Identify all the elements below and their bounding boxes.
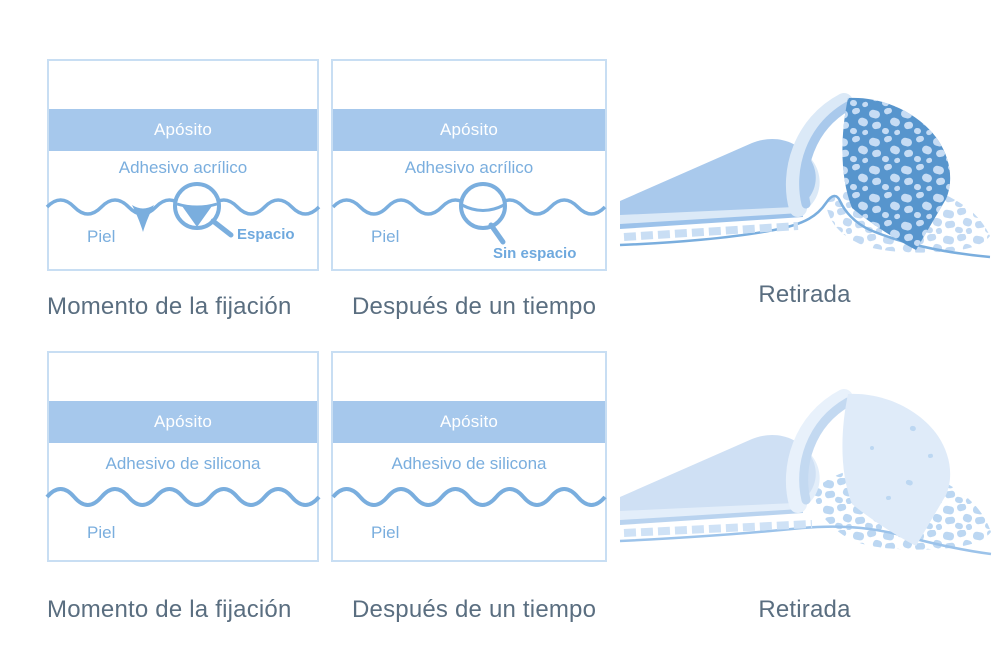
skin-wave-with-gap (45, 182, 321, 238)
no-gap-callout: Sin espacio (493, 245, 577, 262)
gap-callout: Espacio (237, 226, 295, 243)
adhesive-label: Adhesivo acrílico (404, 158, 534, 177)
gap-spike (132, 205, 154, 232)
skin-cell-row (623, 222, 799, 241)
skin-label: Piel (371, 523, 400, 542)
skin-wave-no-gap (331, 182, 607, 245)
dressing-band: Apósito (333, 401, 605, 443)
magnifier-icon (459, 182, 507, 245)
dressing-band: Apósito (49, 109, 317, 151)
skin-label: Piel (371, 227, 400, 246)
peeled-flap (842, 393, 951, 546)
dressing-band: Apósito (49, 401, 317, 443)
panel-silicone-after: Apósito Adhesivo de silicona Piel (331, 351, 607, 562)
adhesive-label: Adhesivo acrílico (118, 158, 248, 177)
panel-silicone-fixation: Apósito Adhesivo de silicona Piel (45, 351, 321, 562)
magnifier-icon (173, 182, 234, 238)
flap-specks (870, 425, 933, 500)
panel-acrylic-fixation: Apósito Adhesivo acrílico Piel Espacio (45, 59, 321, 271)
magnifier-handle (488, 222, 506, 245)
adhesive-label: Adhesivo de silicona (105, 454, 261, 473)
caption-silicone-fixation: Momento de la fijación (47, 596, 292, 623)
skin-wave (45, 487, 321, 507)
skin-label: Piel (87, 523, 116, 542)
removal-illustration-silicone (619, 389, 992, 556)
dressing-band: Apósito (333, 109, 605, 151)
caption-acrylic-after: Después de un tiempo (352, 293, 597, 320)
caption-silicone-after: Después de un tiempo (352, 596, 597, 623)
dressing-sheet (620, 139, 816, 215)
gap-triangle (182, 206, 212, 227)
removal-illustration-acrylic (619, 93, 991, 259)
skin-line (619, 525, 992, 556)
panel-acrylic-after: Apósito Adhesivo acrílico Piel Sin espac… (331, 59, 607, 271)
magnifier-handle (210, 218, 234, 238)
caption-silicone-removal: Retirada (758, 596, 851, 623)
caption-acrylic-fixation: Momento de la fijación (47, 293, 292, 320)
skin-cell-row (623, 520, 813, 537)
caption-acrylic-removal: Retirada (758, 281, 851, 308)
adhesive-label: Adhesivo de silicona (391, 454, 547, 473)
dressing-sheet (620, 435, 816, 511)
skin-label: Piel (87, 227, 116, 246)
skin-wave (331, 487, 607, 507)
